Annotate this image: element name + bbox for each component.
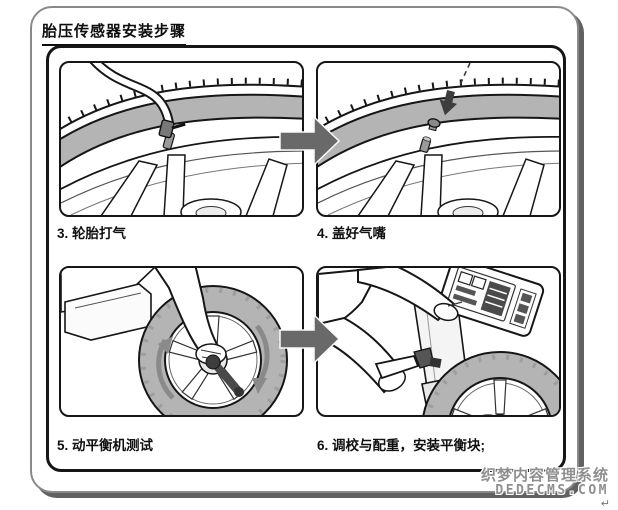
tire-tread-band [61, 93, 302, 168]
air-hose-icon [89, 63, 186, 139]
step-5-panel [59, 266, 304, 417]
valve-cap [427, 118, 441, 132]
step-6-panel [316, 266, 561, 417]
step-3-panel [59, 61, 304, 217]
dedecms-watermark: 织梦内容管理系统 DEDECMS.COM [481, 468, 609, 497]
step-6-caption: 6. 调校与配重，安装平衡块; [317, 438, 486, 453]
step-3-caption: 3. 轮胎打气 [57, 226, 127, 241]
wheel-balancer-illustration [61, 268, 288, 415]
next-step-arrow-icon [279, 313, 341, 365]
hub-locking-handle [205, 354, 244, 397]
step-5-caption: 5. 动平衡机测试 [57, 438, 154, 453]
valve-cap-pointer-arrow-icon [439, 90, 458, 116]
console-display [437, 268, 545, 337]
weight-installation-tool [374, 347, 442, 380]
step-4-caption: 4. 盖好气嘴 [317, 226, 387, 241]
wheel-spokes [100, 154, 288, 215]
wheel [422, 351, 559, 415]
valve-stem [419, 136, 432, 153]
page-title: 胎压传感器安装步骤 [42, 20, 187, 46]
return-arrow-glyph: ↵ [600, 498, 610, 510]
rotation-arrow-icon [156, 324, 270, 400]
tire-inflation-illustration [61, 63, 302, 215]
watermark-en-text: DEDECMS.COM [495, 482, 609, 498]
valve-cap-illustration [318, 63, 559, 215]
tire-tread-band [318, 93, 559, 168]
watermark-cn-text: 织梦内容管理系统 [480, 467, 609, 484]
step-4-panel [316, 61, 561, 217]
wheel-spokes [357, 154, 545, 215]
balancer-console-illustration [318, 268, 559, 415]
pointer-dashed-line [458, 63, 471, 88]
next-step-arrow-icon [279, 115, 341, 167]
